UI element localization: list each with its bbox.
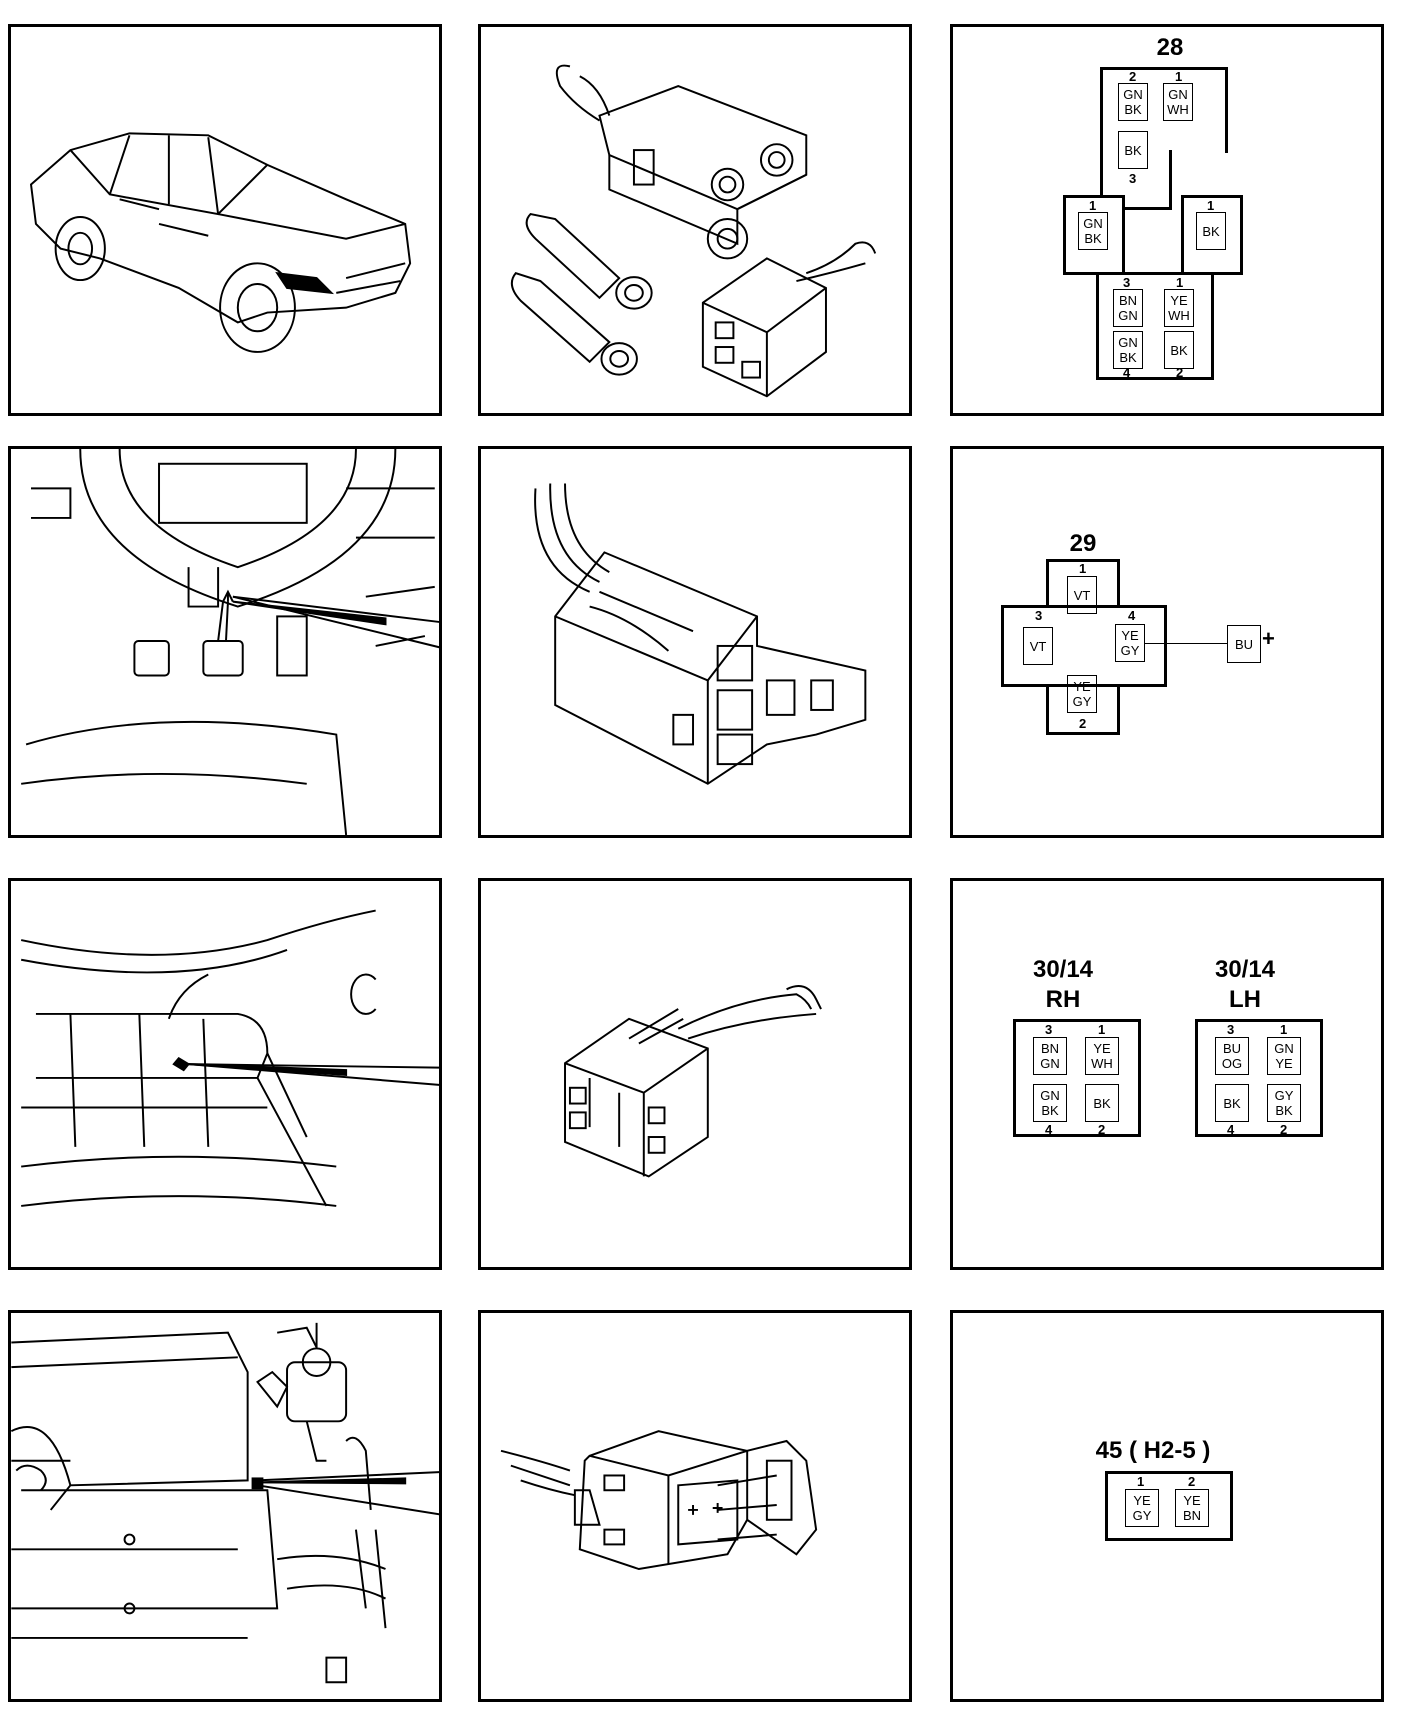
- pin-number: 1: [1098, 1022, 1106, 1037]
- connector-28-title: 28: [1156, 34, 1184, 61]
- pin-number: 3: [1129, 171, 1137, 186]
- connector-45-housing: [1105, 1471, 1233, 1541]
- plus-sign: +: [1262, 626, 1275, 651]
- pin-number: 2: [1176, 365, 1184, 380]
- pin-number: 1: [1207, 198, 1215, 213]
- pin-number: 4: [1128, 608, 1136, 623]
- connector-30-14-lh-pin4: BK: [1215, 1084, 1249, 1122]
- housing-fill: [1049, 608, 1117, 684]
- connector-29-photo-panel: [478, 446, 912, 838]
- pin-number: 1: [1089, 198, 1097, 213]
- connector-30-14-lh-housing: [1195, 1019, 1323, 1137]
- connector-30-14-rh-title: 30/14: [1032, 956, 1094, 983]
- pin-number: 4: [1045, 1122, 1053, 1137]
- pin-number: 3: [1035, 608, 1043, 623]
- connector-29-illustration: [534, 483, 867, 785]
- connector-28-bottom-housing: [1096, 272, 1214, 380]
- connector-29-pin3: VT: [1023, 627, 1053, 665]
- connector-28-pin3: BK: [1118, 131, 1148, 169]
- pin-number: 1: [1079, 561, 1087, 576]
- fender-illustration: [20, 909, 439, 1207]
- connector-30-14-rh-housing: [1013, 1019, 1141, 1137]
- pin-number: 3: [1045, 1022, 1053, 1037]
- pin-number: 2: [1188, 1474, 1196, 1489]
- connector-28-bottom-pin2: BK: [1164, 331, 1194, 369]
- dashboard-location-panel: [8, 446, 442, 838]
- car-illustration: [29, 132, 412, 353]
- connector-28-right-pin: BK: [1196, 212, 1226, 250]
- pin-number: 1: [1280, 1022, 1288, 1037]
- engine-bay-illustration: [11, 1322, 439, 1684]
- pin-number: 1: [1175, 69, 1183, 84]
- pin-number: 2: [1098, 1122, 1106, 1137]
- connector-parts-panel: [478, 24, 912, 416]
- pin-number: 1: [1176, 275, 1184, 290]
- pin-number: 2: [1079, 716, 1087, 731]
- connector-29-external-bu: BU: [1227, 625, 1261, 663]
- car-location-panel: [8, 24, 442, 416]
- connector-30-photo-panel: [478, 878, 912, 1270]
- connector-30-14-rh-pin2: BK: [1085, 1084, 1119, 1122]
- pin-number: 4: [1227, 1122, 1235, 1137]
- connector-28-left-single: [1063, 195, 1125, 275]
- pin-number: 1: [1137, 1474, 1145, 1489]
- connector-30-14-lh-side: LH: [1229, 986, 1261, 1013]
- connector-28-top-housing: [1100, 67, 1228, 153]
- fender-location-panel: [8, 878, 442, 1270]
- pin-number: 3: [1227, 1022, 1235, 1037]
- connector-30-14-rh-side: RH: [1045, 986, 1081, 1013]
- pin-number: 4: [1123, 365, 1131, 380]
- pin-number: 2: [1129, 69, 1137, 84]
- connector-30-illustration: [564, 985, 822, 1178]
- connector-29-pin1: VT: [1067, 576, 1097, 614]
- connector-30-14-lh-title: 30/14: [1214, 956, 1276, 983]
- dashboard-illustration: [21, 449, 439, 835]
- pin-number: 2: [1280, 1122, 1288, 1137]
- connector-parts-illustration: [510, 64, 877, 398]
- connector-45-illustration: [500, 1430, 818, 1571]
- connector-45-title: 45 ( H2-5 ): [1095, 1437, 1211, 1464]
- connector-29-wire: [1145, 643, 1227, 644]
- pin-number: 3: [1123, 275, 1131, 290]
- connector-29-title: 29: [1069, 530, 1097, 557]
- engine-bay-location-panel: [8, 1310, 442, 1702]
- connector-45-photo-panel: [478, 1310, 912, 1702]
